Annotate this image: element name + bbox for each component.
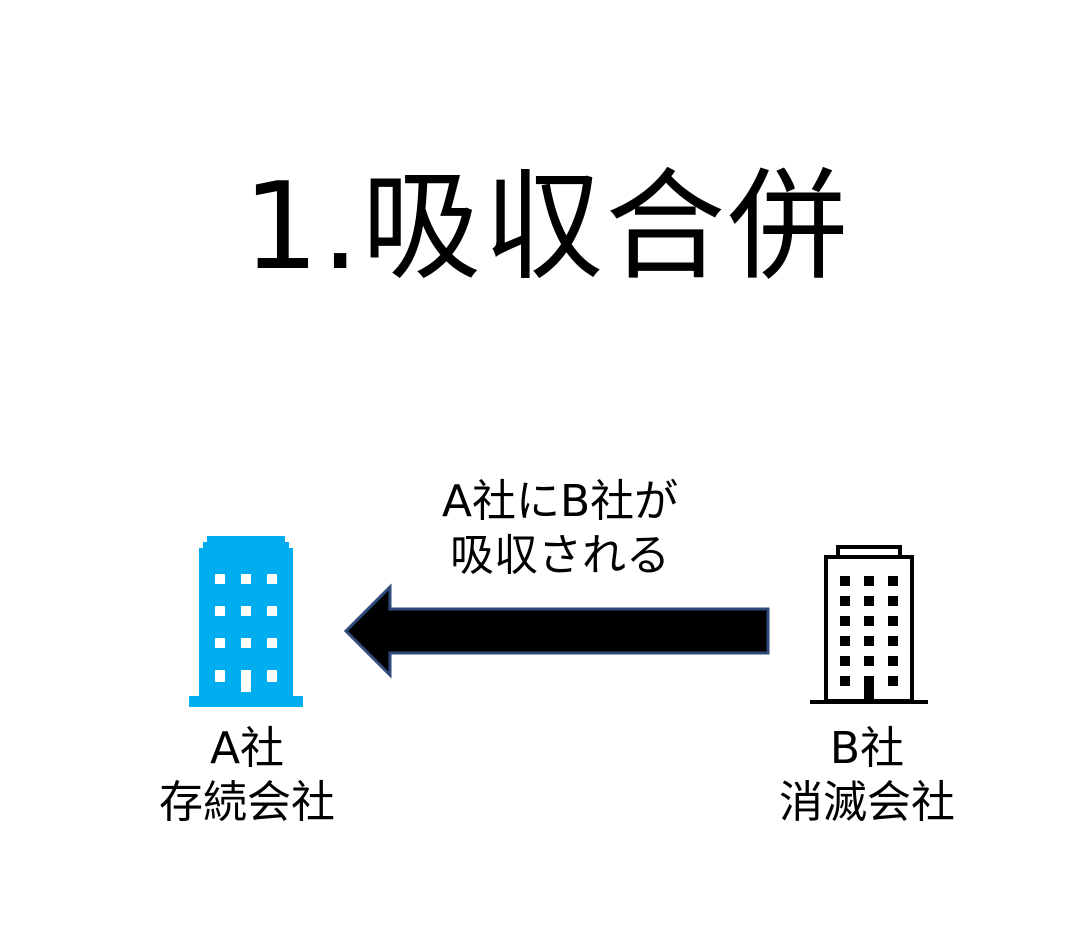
company-b-building-windows xyxy=(840,576,898,700)
company-b-caption: B社 消滅会社 xyxy=(740,722,994,830)
company-a-building-windows xyxy=(215,574,277,692)
company-b-building-icon xyxy=(810,545,928,704)
merge-arrow xyxy=(343,583,770,679)
arrow-label: A社にB社が 吸収される xyxy=(380,475,740,583)
company-b-role: 消滅会社 xyxy=(779,777,955,828)
company-a-role: 存続会社 xyxy=(159,777,335,828)
arrow-label-line1: A社にB社が xyxy=(441,476,679,527)
company-b-name: B社 xyxy=(829,723,905,774)
diagram-title: 1.吸収合併 xyxy=(242,158,850,297)
arrow-label-line2: 吸収される xyxy=(450,530,670,581)
company-a-caption: A社 存続会社 xyxy=(120,722,374,830)
company-a-building-icon xyxy=(189,536,303,707)
company-a-name: A社 xyxy=(209,723,285,774)
left-arrow-icon xyxy=(343,583,770,679)
